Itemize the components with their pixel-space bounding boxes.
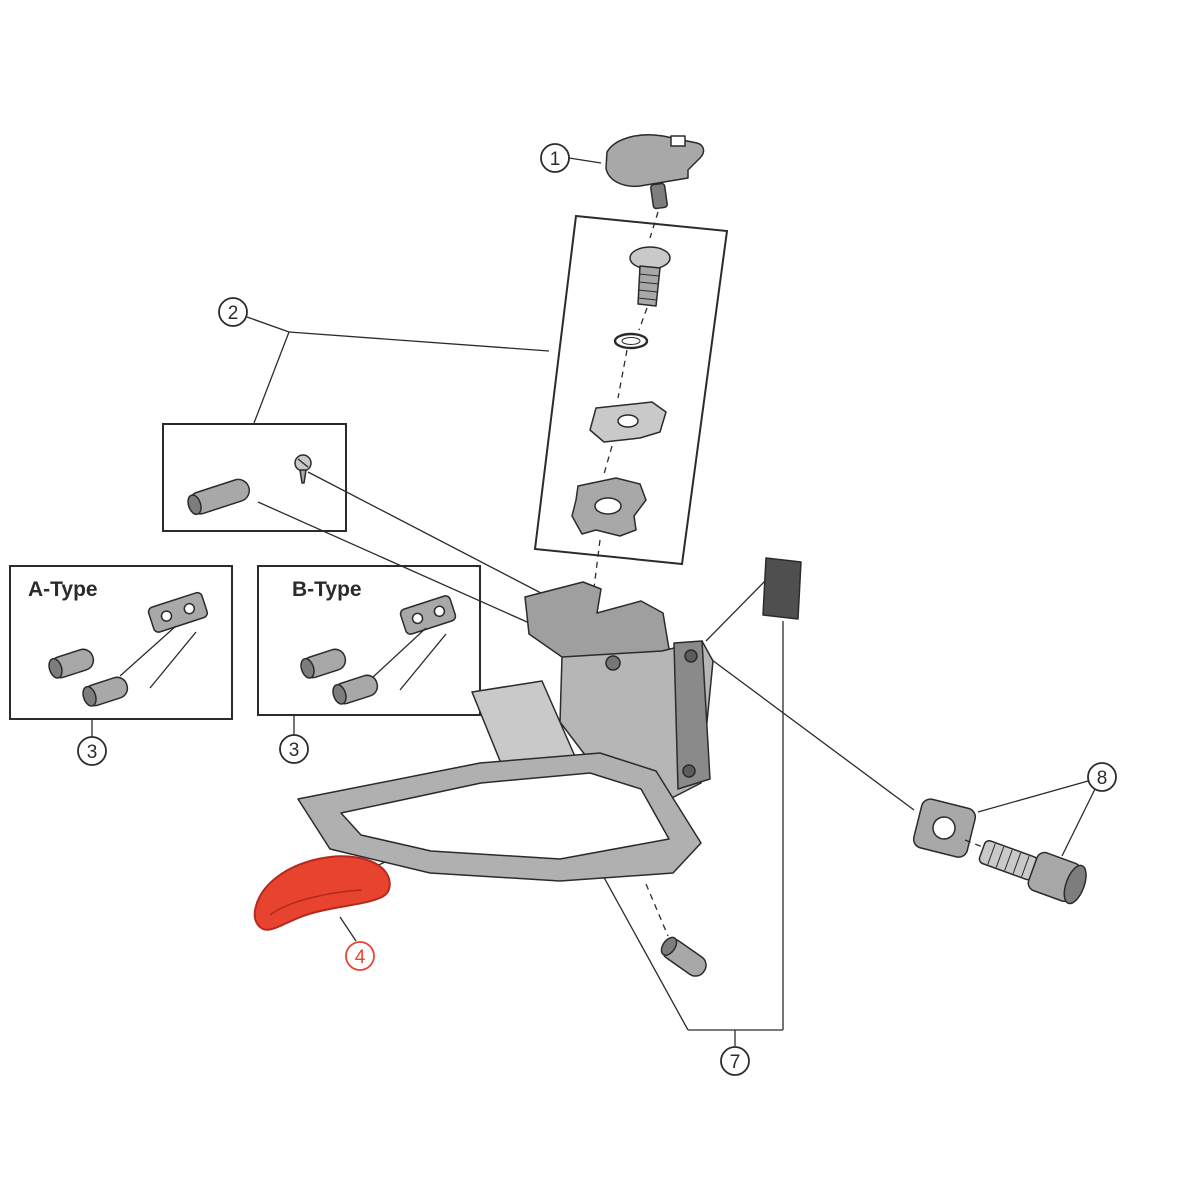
axis-cam	[603, 445, 613, 475]
mount-bolt-threads	[987, 843, 1030, 877]
callout-1-circle	[540, 143, 570, 173]
derailleur-body	[297, 581, 714, 882]
callout-3b-number: 3	[289, 740, 300, 761]
callout-3-btype: 3	[279, 734, 309, 764]
b-type-plate	[399, 595, 457, 635]
leader-pin-to-body	[257, 501, 537, 627]
leader-callout2-b	[288, 331, 550, 352]
protector-pad	[762, 557, 802, 620]
callout-8-circle	[1087, 762, 1117, 792]
a-type-nut2	[82, 676, 129, 707]
a-type-box	[9, 565, 233, 720]
callout-3-atype: 3	[77, 736, 107, 766]
pivot-bolt-top	[684, 649, 698, 663]
adjust-pin	[660, 936, 707, 977]
o-ring	[613, 332, 649, 350]
axis-bolt	[638, 307, 648, 331]
b-type-nut1	[300, 648, 347, 679]
cage-cutout	[340, 772, 670, 860]
part-top-cap	[605, 134, 705, 239]
backup-plate	[912, 798, 977, 858]
cable-fixing-bolt	[605, 655, 621, 671]
small-screw	[294, 454, 312, 484]
callout-1-number: 1	[550, 149, 561, 170]
cam-plate-hole	[617, 414, 639, 428]
support-bolt-group	[162, 423, 347, 532]
small-box	[162, 423, 347, 532]
callout-1: 1	[540, 143, 570, 173]
skid-plate-group	[253, 855, 391, 942]
callout-4-circle	[345, 941, 375, 971]
leader-callout2-a	[246, 316, 290, 333]
b-type-label: B-Type	[292, 578, 362, 601]
a-type-plate	[147, 591, 208, 633]
bolt-head	[629, 246, 671, 270]
b-type-nut2	[332, 674, 379, 705]
clamp-bolt-group	[533, 214, 729, 589]
callout-3a-number: 3	[87, 742, 98, 763]
leader-callout8-b	[1061, 788, 1096, 857]
a-type-label: A-Type	[28, 578, 98, 601]
callout-2-circle	[218, 297, 248, 327]
axis-clamp	[593, 539, 601, 589]
skid-plate-contour	[269, 889, 363, 916]
leader-pad-to-body	[705, 579, 767, 642]
callout-3b-circle	[279, 734, 309, 764]
axis-cap	[649, 211, 659, 239]
pivot-bolt-bottom	[682, 764, 696, 778]
leader-screw-to-body	[307, 471, 567, 607]
leader-callout2-c	[253, 331, 290, 424]
cap-notch	[670, 135, 686, 147]
support-bolt	[187, 478, 251, 516]
callout-4-number: 4	[355, 947, 366, 968]
cable-clamp-section	[524, 581, 670, 663]
protector-pad-group	[762, 557, 802, 620]
leader-callout8-a	[977, 780, 1089, 813]
leader-callout4	[339, 916, 357, 942]
a-type-nut1	[48, 648, 95, 679]
mount-bolt-group	[912, 798, 1087, 905]
cap-body	[605, 134, 705, 188]
b-type-leader1	[399, 633, 447, 691]
leader-callout1	[568, 157, 602, 164]
cap-stem	[650, 182, 668, 210]
b-type-leader2	[371, 627, 427, 679]
a-type-leader1	[149, 631, 197, 689]
callout-3a-circle	[77, 736, 107, 766]
clamp-hole	[594, 497, 622, 515]
callout-2-number: 2	[228, 303, 239, 324]
skid-plate-part	[253, 855, 391, 931]
callout-2: 2	[218, 297, 248, 327]
leader-body-to-nut	[711, 659, 915, 811]
callout-8: 8	[1087, 762, 1117, 792]
callout-4: 4	[345, 941, 375, 971]
callout-7-circle	[720, 1046, 750, 1076]
outer-link	[673, 640, 711, 790]
axis-oring	[617, 349, 628, 399]
a-type-group: A-Type	[9, 565, 233, 737]
axis-pin	[645, 883, 669, 937]
adjust-pin-group	[645, 883, 707, 977]
bolt-threads	[637, 273, 660, 301]
callout-7: 7	[720, 1046, 750, 1076]
b-type-group: B-Type	[257, 565, 481, 735]
b-type-box	[257, 565, 481, 716]
leader-lines	[246, 157, 1096, 1046]
tilted-box	[533, 214, 729, 566]
callout-7-number: 7	[730, 1052, 741, 1073]
callout-8-number: 8	[1097, 768, 1108, 789]
mounting-bolt	[978, 840, 1087, 905]
o-ring-inner	[621, 337, 641, 345]
a-type-leader2	[119, 625, 177, 677]
